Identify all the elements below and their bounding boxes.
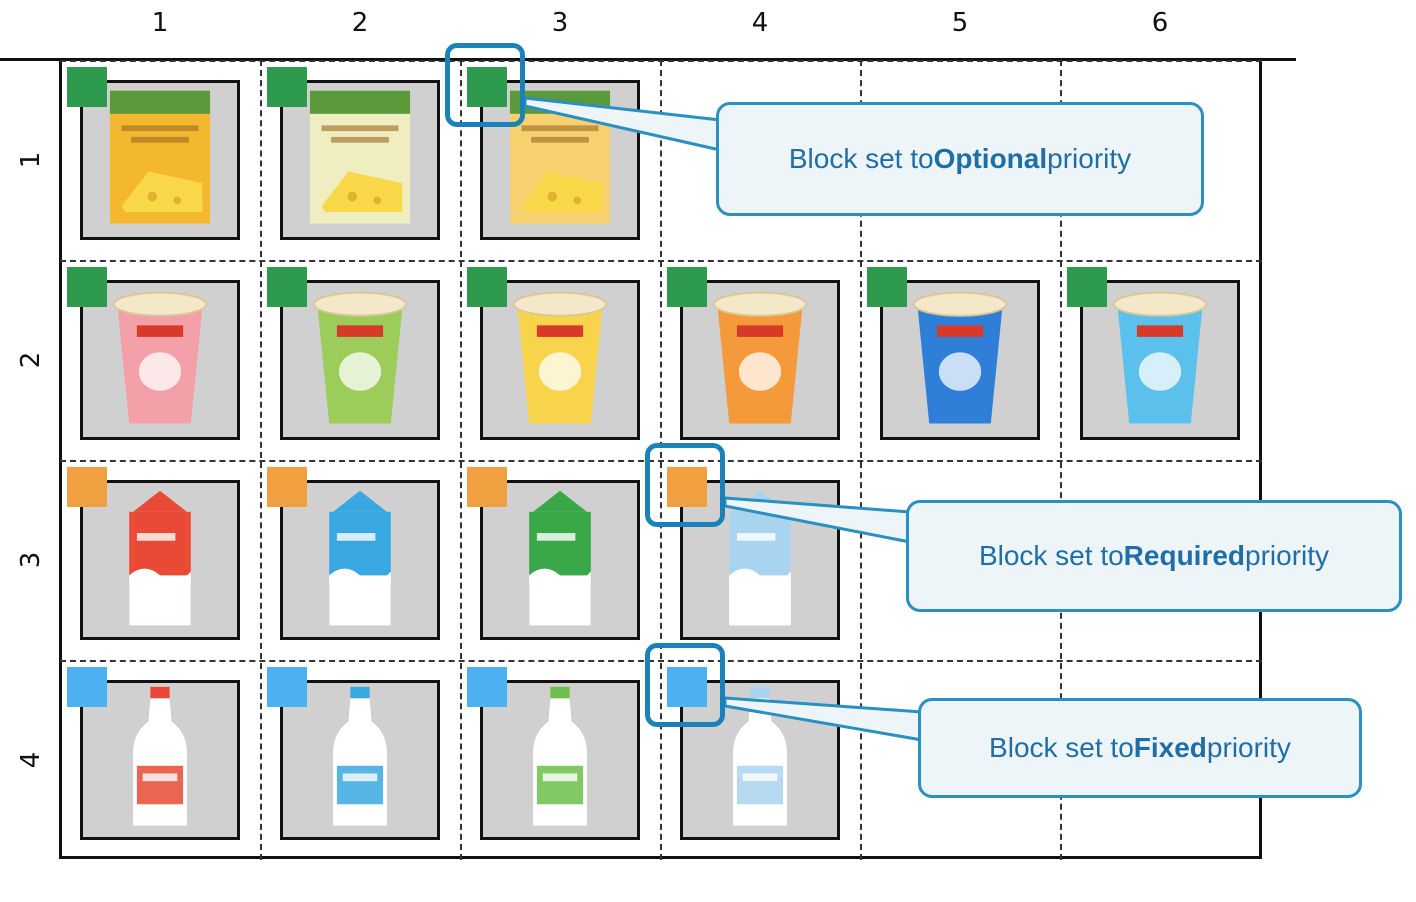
required-priority-marker[interactable] (667, 467, 707, 507)
callout-fixed: Block set to Fixed priority (918, 698, 1362, 798)
optional-priority-marker[interactable] (867, 267, 907, 307)
fixed-priority-marker[interactable] (67, 667, 107, 707)
yogurt-cup-icon (512, 291, 608, 424)
callout-priority: Optional (933, 143, 1048, 174)
optional-priority-marker[interactable] (67, 267, 107, 307)
callout-priority: Fixed (1133, 732, 1207, 763)
cheese-package-icon (109, 90, 211, 224)
column-number: 5 (951, 8, 969, 38)
optional-priority-marker[interactable] (67, 67, 107, 107)
optional-priority-marker[interactable] (267, 267, 307, 307)
milk-carton-icon (129, 490, 191, 626)
milk-bottle-icon (133, 686, 187, 826)
fixed-priority-marker[interactable] (467, 667, 507, 707)
row-divider (60, 260, 1262, 262)
milk-carton-icon (529, 490, 591, 626)
optional-priority-marker[interactable] (467, 67, 507, 107)
callout-priority: Required (1123, 540, 1246, 571)
milk-bottle-icon (533, 686, 587, 826)
row-divider (60, 460, 1262, 462)
product-block[interactable] (480, 480, 640, 640)
milk-bottle-icon (333, 686, 387, 826)
column-number: 1 (151, 8, 169, 38)
fixed-priority-marker[interactable] (667, 667, 707, 707)
highlight-ring (645, 643, 725, 727)
optional-priority-marker[interactable] (267, 67, 307, 107)
row-number: 1 (16, 151, 46, 169)
product-block[interactable] (1080, 280, 1240, 440)
yogurt-cup-icon (112, 291, 208, 424)
optional-priority-marker[interactable] (1067, 267, 1107, 307)
milk-carton-icon (329, 490, 391, 626)
row-divider (60, 660, 1262, 662)
callout-prefix: Block set to (788, 143, 934, 174)
callout-suffix: priority (1206, 732, 1291, 763)
row-number: 4 (16, 751, 46, 769)
yogurt-cup-icon (712, 291, 808, 424)
optional-priority-marker[interactable] (667, 267, 707, 307)
highlight-ring (445, 43, 525, 127)
callout-suffix: priority (1245, 540, 1330, 571)
row-number: 3 (16, 551, 46, 569)
optional-priority-marker[interactable] (467, 267, 507, 307)
required-priority-marker[interactable] (467, 467, 507, 507)
callout-prefix: Block set to (989, 732, 1134, 763)
product-block[interactable] (80, 80, 240, 240)
yogurt-cup-icon (1112, 291, 1208, 424)
product-block[interactable] (80, 280, 240, 440)
required-priority-marker[interactable] (267, 467, 307, 507)
highlight-ring (645, 443, 725, 527)
yogurt-cup-icon (912, 291, 1008, 424)
callout-suffix: priority (1047, 143, 1132, 174)
column-number: 4 (751, 8, 769, 38)
cheese-package-icon (309, 90, 411, 224)
callout-prefix: Block set to (978, 540, 1124, 571)
product-block[interactable] (280, 280, 440, 440)
product-block[interactable] (280, 480, 440, 640)
fixed-priority-marker[interactable] (267, 667, 307, 707)
column-number: 6 (1151, 8, 1169, 38)
top-rule (0, 58, 1296, 61)
product-block[interactable] (280, 680, 440, 840)
callout-required: Block set to Required priority (906, 500, 1402, 612)
yogurt-cup-icon (312, 291, 408, 424)
callout-optional: Block set to Optional priority (716, 102, 1204, 216)
row-divider (60, 60, 1262, 62)
required-priority-marker[interactable] (67, 467, 107, 507)
row-number: 2 (16, 351, 46, 369)
column-number: 2 (351, 8, 369, 38)
column-number: 3 (551, 8, 569, 38)
